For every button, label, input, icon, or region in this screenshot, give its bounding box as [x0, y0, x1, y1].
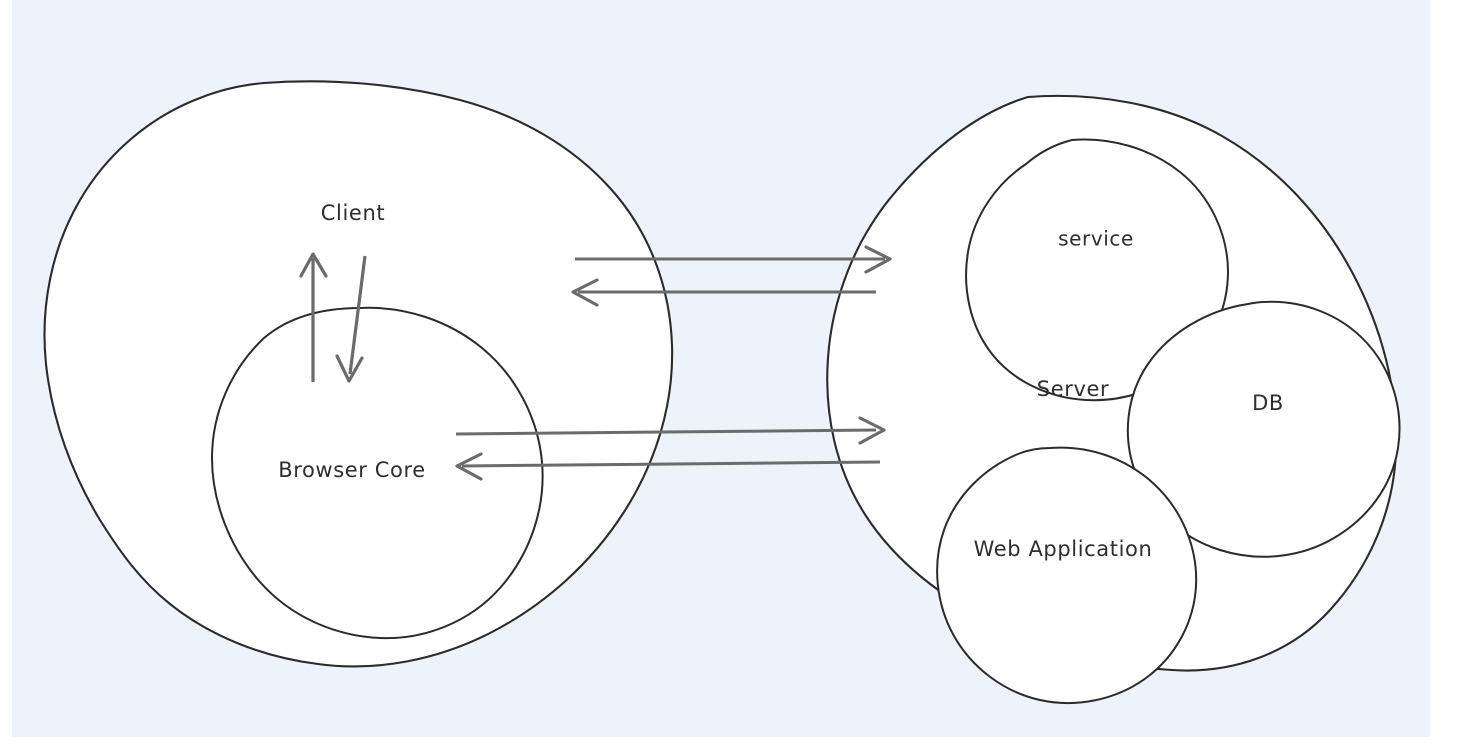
arrow-client-to-server-head [864, 245, 892, 274]
arrow-server-to-browser-core-shaft [461, 460, 881, 468]
arrow-client-to-browser-core-shaft [348, 255, 367, 375]
browser-core-label: Browser Core [278, 458, 426, 482]
server-label: Server [1037, 377, 1109, 401]
web-application-shape [936, 446, 1198, 705]
arrow-server-to-client-head [571, 278, 599, 307]
arrow-browser-core-to-client-head [299, 252, 328, 278]
arrow-browser-core-to-server-head [858, 416, 886, 445]
arrow-client-to-browser-core-head [335, 354, 364, 383]
browser-core-shape [211, 306, 544, 640]
db-shape [1126, 300, 1401, 558]
service-label: service [1058, 227, 1134, 251]
db-label: DB [1252, 391, 1284, 415]
service-shape [965, 138, 1229, 402]
client-label: Client [321, 201, 385, 225]
web-application-label: Web Application [974, 537, 1153, 561]
arrow-server-to-browser-core-head [455, 452, 483, 481]
arrow-browser-core-to-server-shaft [455, 428, 877, 436]
